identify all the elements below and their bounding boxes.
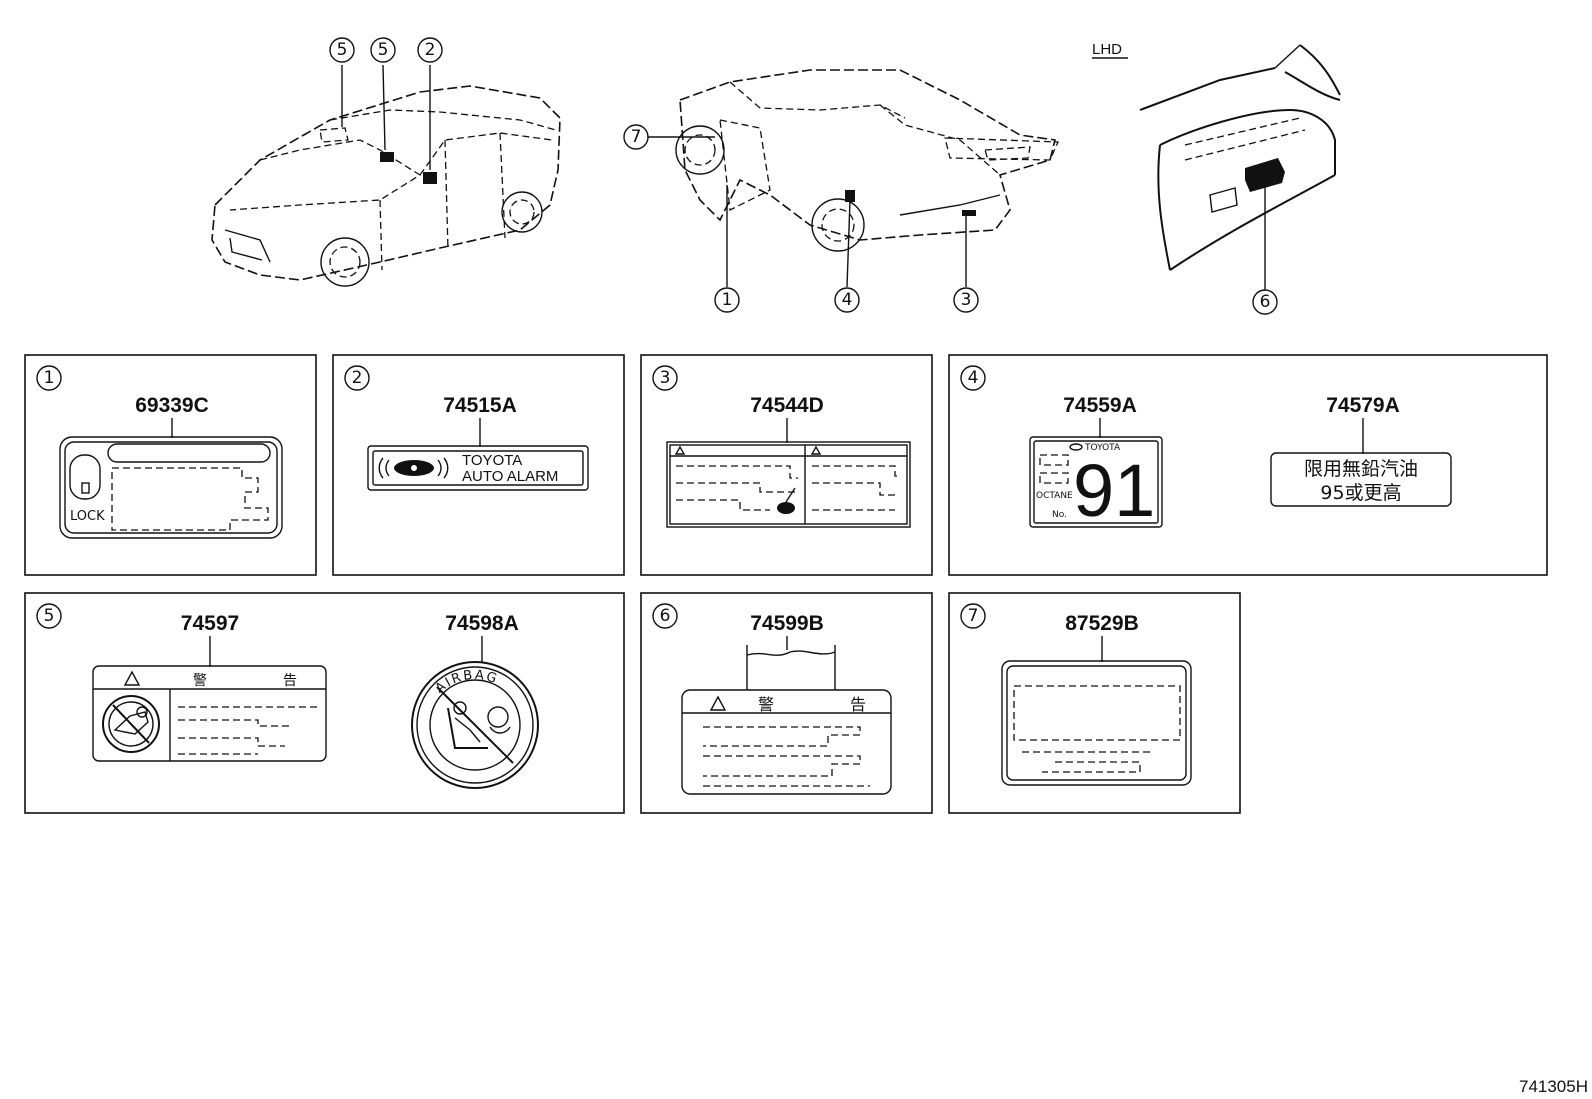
callout-4: 4 — [834, 287, 860, 313]
label-unleaded-fuel: 限用無鉛汽油 95或更高 — [1270, 452, 1452, 507]
label-sunvisor-warning: 警 告 — [92, 665, 327, 762]
callout-3: 3 — [953, 287, 979, 313]
panel-number: 1 — [44, 368, 55, 388]
callout-number: 5 — [378, 40, 389, 60]
callout-number: 7 — [631, 127, 642, 147]
warning-char-2: 告 — [850, 695, 866, 714]
callout-number: 6 — [1260, 292, 1271, 312]
panel-5: 5 74597 74598A 警 告 — [24, 592, 625, 814]
callout-number: 2 — [425, 40, 436, 60]
panel-2: 2 74515A TOYOTA AUTO ALARM — [332, 354, 625, 576]
vehicle-front-view — [211, 64, 561, 287]
panel-number: 5 — [44, 606, 55, 626]
warning-char-2: 告 — [283, 673, 297, 689]
part-number-69339C: 69339C — [135, 394, 209, 417]
alarm-wave-icon — [378, 457, 449, 479]
part-number-74597: 74597 — [181, 612, 239, 635]
panel-number: 2 — [352, 368, 363, 388]
octane-value: 91 — [1073, 449, 1155, 532]
panel-4: 4 74559A 74579A TOYOTA OCTANE No. 91 限用無… — [948, 354, 1548, 576]
octane-word: OCTANE — [1036, 491, 1073, 501]
callout-number: 1 — [722, 290, 733, 310]
callout-2: 2 — [417, 37, 443, 63]
callout-6: 6 — [1252, 289, 1278, 315]
part-number-74544D: 74544D — [750, 394, 824, 417]
panel-6: 6 74599B 警 告 — [640, 592, 933, 814]
panel-number: 7 — [968, 606, 979, 626]
panel-7: 7 87529B — [948, 592, 1241, 814]
label-auto-alarm: TOYOTA AUTO ALARM — [367, 445, 589, 491]
alarm-text-line2: AUTO ALARM — [462, 468, 558, 485]
panel-1: 1 69339C LOCK — [24, 354, 317, 576]
label-door-information — [1001, 660, 1192, 786]
part-number-74559A: 74559A — [1063, 394, 1137, 417]
panel-number: 6 — [660, 606, 671, 626]
part-number-87529B: 87529B — [1065, 612, 1139, 635]
drawing-code: 741305H — [1519, 1077, 1588, 1096]
fuel-text-line2: 95或更高 — [1320, 482, 1401, 504]
octane-no: No. — [1052, 510, 1067, 520]
label-octane: TOYOTA OCTANE No. 91 — [1029, 436, 1163, 532]
callout-number: 3 — [961, 290, 972, 310]
label-child-lock: LOCK — [59, 436, 283, 539]
callout-number: 5 — [337, 40, 348, 60]
panel-3: 3 74544D — [640, 354, 933, 576]
warning-char-1: 警 — [193, 673, 207, 689]
label-jack-caution — [666, 441, 911, 528]
callout-number: 4 — [842, 290, 853, 310]
callout-1: 1 — [714, 287, 740, 313]
brand-text: TOYOTA — [1084, 443, 1121, 453]
no-child-seat-icon — [102, 695, 160, 753]
region-label: LHD — [1092, 41, 1122, 58]
warning-char-1: 警 — [758, 695, 774, 714]
part-number-74579A: 74579A — [1326, 394, 1400, 417]
lock-text: LOCK — [70, 509, 105, 524]
panel-number: 4 — [968, 368, 979, 388]
part-number-74598A: 74598A — [445, 612, 519, 635]
fuel-text-line1: 限用無鉛汽油 — [1304, 458, 1418, 480]
seated-person-icon — [447, 701, 511, 749]
callout-5-b: 5 — [370, 37, 396, 63]
callout-7: 7 — [623, 124, 649, 150]
part-number-74599B: 74599B — [750, 612, 824, 635]
callout-5-a: 5 — [329, 37, 355, 63]
vehicle-rear-view — [648, 69, 1059, 288]
dashboard-detail — [1139, 44, 1341, 290]
panel-number: 3 — [660, 368, 671, 388]
part-number-74515A: 74515A — [443, 394, 517, 417]
label-instrument-warning: 警 告 — [681, 645, 892, 795]
alarm-text-line1: TOYOTA — [462, 452, 522, 469]
